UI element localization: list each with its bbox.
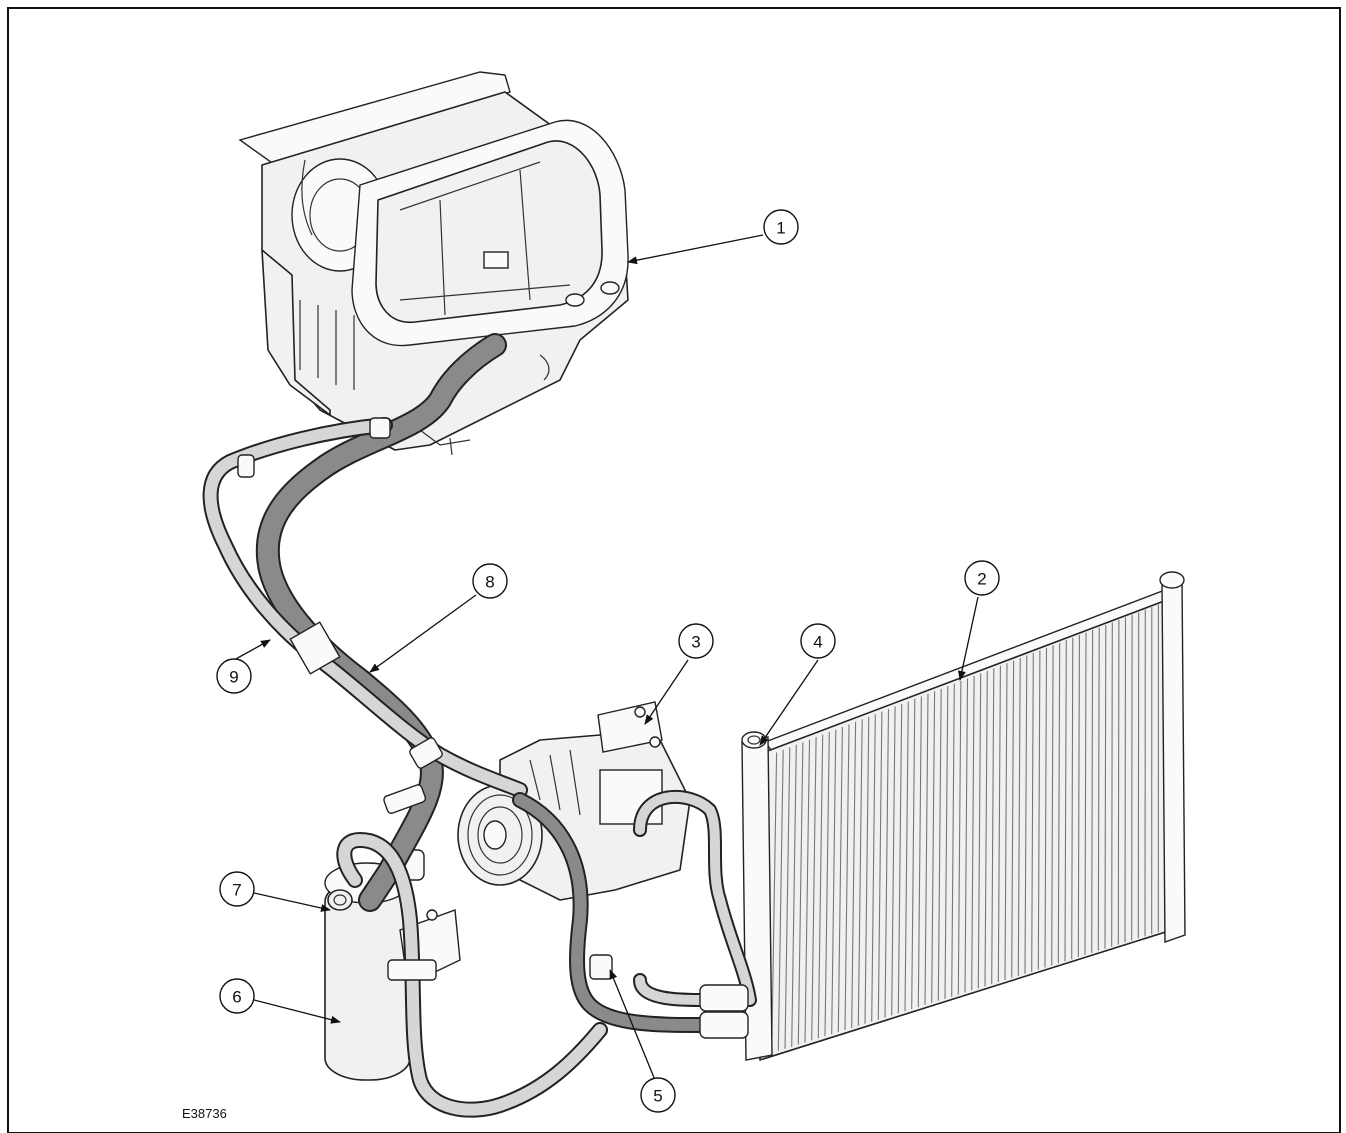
callout-8-label: 8	[485, 573, 494, 592]
condenser-fin	[817, 734, 824, 1039]
condenser-fin	[1044, 647, 1048, 968]
condenser-fin	[937, 688, 942, 1001]
condenser-fin	[917, 696, 922, 1008]
callout-6-label: 6	[232, 988, 241, 1007]
callout-5: 5	[640, 1077, 676, 1113]
condenser-fin	[1084, 632, 1087, 956]
condenser-fin	[1031, 652, 1034, 972]
condenser-fin	[1017, 658, 1021, 976]
evaporator-housing	[238, 71, 629, 456]
condenser-fin	[971, 675, 975, 991]
condenser-fin	[931, 691, 936, 1003]
condenser-fin	[991, 668, 995, 985]
condenser-fin	[824, 731, 830, 1037]
callout-8: 8	[472, 563, 508, 599]
condenser-fin	[911, 698, 916, 1010]
condenser-fin	[1064, 640, 1067, 962]
condenser-fin	[1111, 622, 1113, 947]
condenser-fin	[804, 739, 811, 1043]
condenser-fin	[1051, 645, 1054, 966]
condenser-fin	[1077, 635, 1080, 958]
callout-2: 2	[964, 560, 1000, 596]
condenser-fin	[777, 749, 784, 1051]
condenser-fin	[891, 706, 896, 1016]
callout-7-label: 7	[232, 881, 241, 900]
condenser-fin	[1117, 619, 1120, 945]
condenser-fin	[857, 719, 863, 1026]
condenser-fins	[771, 604, 1159, 1053]
callout-2-label: 2	[977, 570, 986, 589]
condenser-fin	[964, 678, 969, 993]
callout-1: 1	[763, 209, 799, 245]
callout-5-label: 5	[653, 1087, 662, 1106]
figure-frame	[7, 7, 1341, 1133]
condenser-fin	[1004, 663, 1008, 981]
condenser-fin	[1097, 627, 1100, 951]
condenser-fin	[957, 680, 962, 995]
condenser-fin	[977, 673, 982, 989]
condenser-fin	[951, 683, 955, 997]
condenser-fin	[1011, 660, 1015, 978]
condenser-fin	[877, 711, 883, 1020]
condenser-fin	[1024, 655, 1028, 974]
condenser-fin	[784, 747, 791, 1049]
condenser-fin	[924, 693, 929, 1006]
condenser-fin	[871, 714, 876, 1022]
hose-fittings	[237, 417, 749, 1039]
condenser-fin	[1091, 629, 1094, 953]
condenser-fin	[791, 744, 797, 1047]
callout-4-label: 4	[813, 633, 822, 652]
callout-7: 7	[219, 871, 255, 907]
condenser-fin	[1104, 624, 1107, 949]
condenser-fin	[984, 670, 988, 987]
callout-9: 9	[216, 658, 252, 694]
condenser-fin	[904, 701, 909, 1012]
compressor	[457, 701, 691, 901]
callout-1-label: 1	[776, 219, 785, 238]
leader-lines	[233, 234, 979, 1081]
condenser-fin	[864, 716, 870, 1024]
condenser-fin	[771, 752, 778, 1053]
condenser-fin	[811, 737, 817, 1041]
condenser-fin	[797, 742, 804, 1045]
condenser-fin	[1037, 650, 1041, 970]
condenser-fin	[851, 721, 857, 1028]
refrigerant-lines	[202, 333, 757, 1118]
condenser-fin	[897, 703, 903, 1014]
condenser-fin	[837, 726, 843, 1033]
condenser-fin	[844, 724, 850, 1031]
condenser-fin	[1071, 637, 1074, 960]
condenser-fin	[831, 729, 837, 1035]
callout-3: 3	[678, 623, 714, 659]
condenser-fin	[1124, 617, 1127, 943]
callout-9-label: 9	[229, 668, 238, 687]
callout-6: 6	[219, 978, 255, 1014]
condenser-fin	[997, 665, 1001, 983]
condenser-fin	[884, 709, 890, 1018]
condenser-fin	[944, 686, 949, 999]
callout-4: 4	[800, 623, 836, 659]
condenser-fin	[1057, 642, 1061, 964]
condenser	[741, 571, 1186, 1061]
callout-3-label: 3	[691, 633, 700, 652]
figure-id: E38736	[182, 1106, 227, 1121]
